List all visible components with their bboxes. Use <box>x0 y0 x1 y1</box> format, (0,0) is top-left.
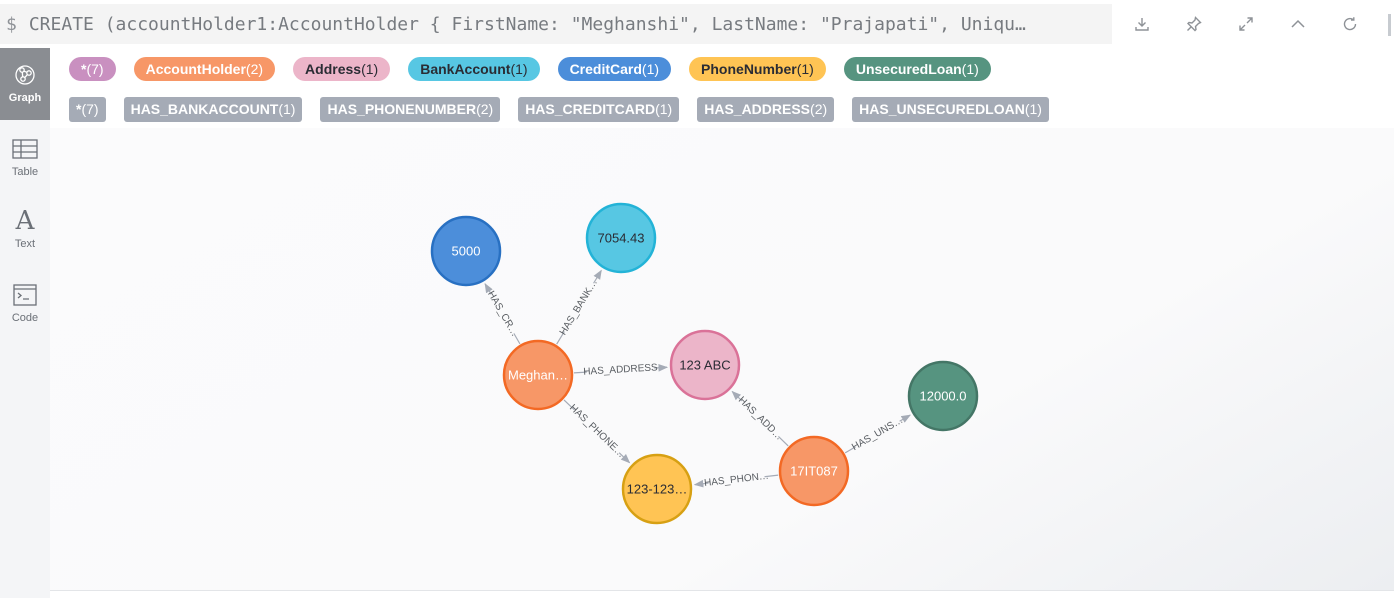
download-icon[interactable] <box>1128 10 1156 38</box>
sidebar-item-label: Code <box>11 312 39 324</box>
node-circle[interactable] <box>430 215 502 287</box>
node-circle[interactable] <box>778 435 850 507</box>
frame-toolbar <box>1128 10 1364 38</box>
relationship-caption: HAS_CR… <box>485 289 520 338</box>
relationship-ah1-cc[interactable]: HAS_CR… <box>484 283 521 345</box>
graph-icon <box>12 62 38 88</box>
relationship-caption: HAS_UNS… <box>850 415 905 453</box>
sidebar-item-label: Graph <box>8 92 42 104</box>
relationship-caption-bg <box>586 362 655 379</box>
graph-node-phonenumber[interactable]: 123-123… <box>621 453 693 525</box>
relationship-type-legend: *(7) HAS_BANKACCOUNT(1) HAS_PHONENUMBER(… <box>69 97 1067 122</box>
sidebar-item-label: Table <box>11 166 39 178</box>
code-icon <box>12 282 38 308</box>
relationship-caption-bg <box>852 416 903 452</box>
node-circle[interactable] <box>585 202 657 274</box>
query-text[interactable]: CREATE (accountHolder1:AccountHolder { F… <box>28 13 1026 35</box>
frame-footer-divider <box>50 590 1394 591</box>
rel-pill-has-address[interactable]: HAS_ADDRESS(2) <box>697 97 835 122</box>
label-pill-accountholder[interactable]: AccountHolder(2) <box>133 57 276 81</box>
graph-legend: *(7) AccountHolder(2) Address(1) BankAcc… <box>50 48 1394 128</box>
label-pill-unsecuredloan[interactable]: UnsecuredLoan(1) <box>843 57 991 81</box>
relationship-caption: HAS_ADD… <box>736 395 785 443</box>
relationship-caption: HAS_ADDRESS <box>583 362 658 377</box>
label-pill-bankaccount[interactable]: BankAccount(1) <box>408 57 540 81</box>
node-circle[interactable] <box>907 360 979 432</box>
collapse-icon[interactable] <box>1284 10 1312 38</box>
graph-node-bankaccount[interactable]: 7054.43 <box>585 202 657 274</box>
graph-node-accountholder[interactable]: 17IT087 <box>778 435 850 507</box>
pin-icon[interactable] <box>1180 10 1208 38</box>
relationship-caption-bg <box>707 470 766 490</box>
node-label-legend: *(7) AccountHolder(2) Address(1) BankAcc… <box>69 57 1009 81</box>
node-circle[interactable] <box>502 339 574 411</box>
sidebar-item-text[interactable]: A Text <box>0 194 50 266</box>
rel-pill-has-bankaccount[interactable]: HAS_BANKACCOUNT(1) <box>123 97 303 122</box>
sidebar-item-code[interactable]: Code <box>0 268 50 340</box>
relationship-caption-bg <box>737 396 783 441</box>
relationship-ah1-ba[interactable]: HAS_BANK… <box>556 269 602 345</box>
relationship-ah1-phone[interactable]: HAS_PHONE… <box>563 399 631 464</box>
relationship-ah1-addr[interactable]: HAS_ADDRESS <box>573 362 669 379</box>
graph-node-accountholder[interactable]: Meghan… <box>502 339 574 411</box>
relationship-ah2-addr[interactable]: HAS_ADD… <box>731 390 789 447</box>
view-sidebar: Graph Table A Text Code <box>0 48 50 598</box>
rel-pill-has-creditcard[interactable]: HAS_CREDITCARD(1) <box>518 97 680 122</box>
graph-visualization[interactable]: HAS_CR… HAS_BANK… HAS_ADDRESS HAS_PHONE… HAS… <box>50 128 1394 590</box>
query-editor[interactable]: $ CREATE (accountHolder1:AccountHolder {… <box>0 4 1112 44</box>
frame-scrollbar[interactable] <box>1388 14 1391 36</box>
table-icon <box>12 136 38 162</box>
relationship-caption: HAS_BANK… <box>558 277 600 337</box>
sidebar-item-table[interactable]: Table <box>0 122 50 194</box>
rel-pill-has-phonenumber[interactable]: HAS_PHONENUMBER(2) <box>320 97 501 122</box>
query-header: $ CREATE (accountHolder1:AccountHolder {… <box>0 0 1394 48</box>
sidebar-item-graph[interactable]: Graph <box>0 48 50 120</box>
graph-node-address[interactable]: 123 ABC <box>669 329 741 401</box>
label-pill-address[interactable]: Address(1) <box>293 57 391 81</box>
relationship-caption-bg <box>559 280 599 335</box>
relationship-ah2-phone[interactable]: HAS_PHON… <box>693 470 779 490</box>
label-pill-phonenumber[interactable]: PhoneNumber(1) <box>689 57 826 81</box>
node-circle[interactable] <box>621 453 693 525</box>
graph-canvas[interactable]: HAS_CR… HAS_BANK… HAS_ADDRESS HAS_PHONE… HAS… <box>50 128 1394 590</box>
relationship-caption: HAS_PHONE… <box>567 403 626 461</box>
relationship-caption: HAS_PHON… <box>704 471 770 489</box>
expand-icon[interactable] <box>1232 10 1260 38</box>
text-icon: A <box>15 206 35 236</box>
refresh-icon[interactable] <box>1336 10 1364 38</box>
relationship-ah2-loan[interactable]: HAS_UNS… <box>844 414 911 454</box>
label-pill-all[interactable]: *(7) <box>69 57 116 81</box>
label-pill-creditcard[interactable]: CreditCard(1) <box>557 57 672 81</box>
relationship-caption-bg <box>570 405 624 458</box>
query-prompt: $ <box>6 13 17 35</box>
graph-node-unsecuredloan[interactable]: 12000.0 <box>907 360 979 432</box>
sidebar-item-label: Text <box>14 238 36 250</box>
rel-pill-all[interactable]: *(7) <box>69 97 106 122</box>
relationship-caption-bg <box>486 291 520 337</box>
graph-node-creditcard[interactable]: 5000 <box>430 215 502 287</box>
rel-pill-has-unsecuredloan[interactable]: HAS_UNSECUREDLOAN(1) <box>852 97 1049 122</box>
node-circle[interactable] <box>669 329 741 401</box>
